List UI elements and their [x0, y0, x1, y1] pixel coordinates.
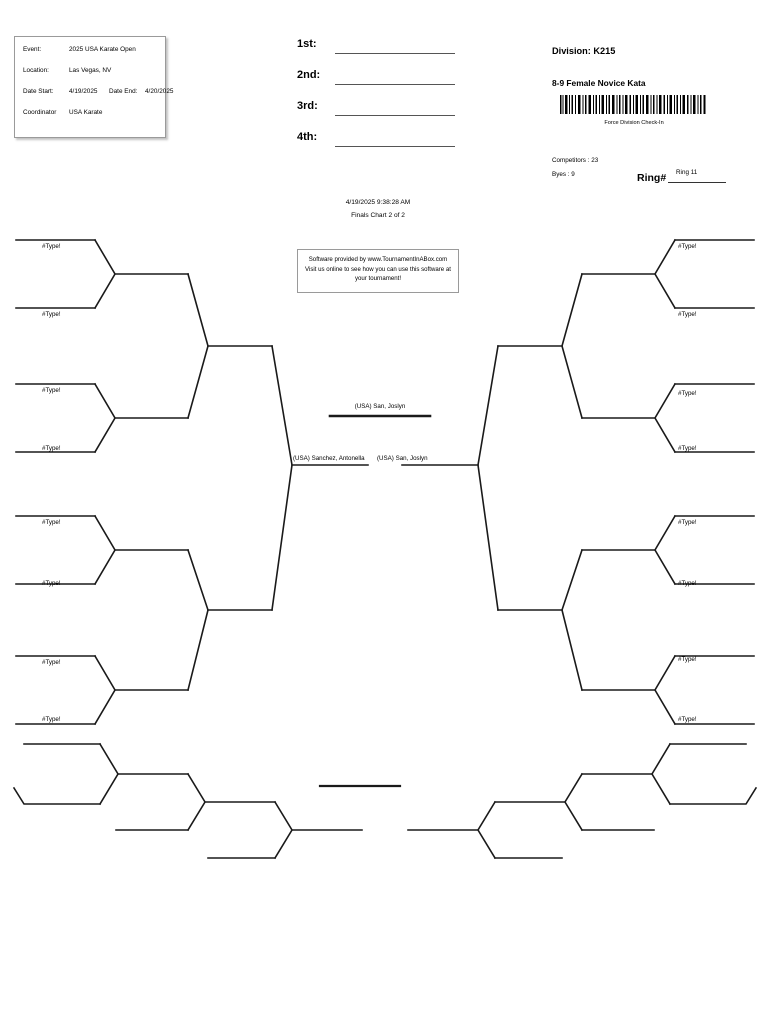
bracket-label-left-1: #Type! — [42, 243, 61, 250]
print-timestamp: 4/19/2025 9:38:28 AM — [345, 199, 411, 206]
placement-row-3: 3rd: — [297, 100, 457, 131]
bracket-label-right-2: #Type! — [678, 311, 697, 318]
bracket-join-right-semi — [477, 345, 499, 611]
date-start-label: Date Start: — [23, 88, 54, 95]
placement-row-4: 4th: — [297, 131, 457, 162]
bracket-join-left-4 — [93, 654, 116, 726]
bracket-join-left-6 — [186, 548, 209, 691]
bracket-label-left-2: #Type! — [42, 311, 61, 318]
bracket-label-left-4: #Type! — [42, 445, 61, 452]
ring-value: Ring 11 — [676, 169, 698, 176]
date-start-value: 4/19/2025 — [69, 88, 98, 95]
ring-input-line[interactable] — [668, 182, 726, 183]
bracket-label-left-7: #Type! — [42, 659, 61, 666]
barcode-caption: Force Division Check-In — [604, 120, 664, 126]
placements-section: 1st: 2nd: 3rd: 4th: — [297, 38, 457, 162]
software-line-3: your tournament! — [354, 275, 402, 283]
bracket-semifinal-right-label: (USA) San, Joslyn — [377, 455, 428, 462]
chart-label: Finals Chart 2 of 2 — [351, 212, 405, 219]
coordinator-row: Coordinator USA Karate — [23, 109, 165, 130]
consolation-join-left-3 — [273, 800, 293, 860]
print-stamp: 4/19/2025 9:38:28 AM Finals Chart 2 of 2 — [297, 196, 459, 222]
placement-input-1st[interactable] — [335, 53, 455, 54]
date-end-label: Date End: — [109, 88, 138, 95]
bracket-label-right-1: #Type! — [678, 243, 697, 250]
bracket-join-right-2 — [654, 382, 677, 454]
event-label: Event: — [23, 46, 42, 53]
bracket-label-left-8: #Type! — [42, 716, 61, 723]
division-title: Division: K215 — [552, 46, 616, 56]
ring-label: Ring# — [637, 172, 667, 184]
event-info-box: Event: 2025 USA Karate Open Location: La… — [14, 36, 173, 138]
bracket-label-right-5: #Type! — [678, 519, 697, 526]
consolation-join-right-3 — [477, 800, 497, 860]
placement-row-1: 1st: — [297, 38, 457, 69]
dates-row: Date Start: 4/19/2025 Date End: 4/20/202… — [23, 88, 173, 109]
consolation-slot-left-2[interactable] — [12, 786, 101, 805]
date-end-value: 4/20/2025 — [145, 88, 174, 95]
placement-input-3rd[interactable] — [335, 115, 455, 116]
competitors-count: Competitors : 23 — [552, 157, 599, 164]
bracket-label-right-4: #Type! — [678, 445, 697, 452]
bracket-label-left-3: #Type! — [42, 387, 61, 394]
bracket-label-left-5: #Type! — [42, 519, 61, 526]
barcode-icon — [560, 95, 706, 114]
software-credit-box: Software provided by www.TournamentInABo… — [297, 249, 459, 293]
placement-input-2nd[interactable] — [335, 84, 455, 85]
event-row: Event: 2025 USA Karate Open — [23, 46, 165, 67]
bracket-label-left-6: #Type! — [42, 580, 61, 587]
barcode-block: Force Division Check-In — [560, 95, 708, 126]
bracket-semifinal-left-label: (USA) Sanchez, Antonella — [293, 455, 365, 462]
consolation-join-right-1 — [651, 742, 672, 806]
placement-label-1st: 1st: — [297, 38, 317, 50]
placement-input-4th[interactable] — [335, 146, 455, 147]
location-row: Location: Las Vegas, NV — [23, 67, 165, 88]
event-value: 2025 USA Karate Open — [69, 46, 136, 53]
bracket-join-left-semi — [271, 345, 293, 611]
consolation-join-right-2 — [564, 772, 584, 832]
location-label: Location: — [23, 67, 49, 74]
bracket-champion-label: (USA) San, Joslyn — [354, 403, 406, 410]
bracket-label-right-8: #Type! — [678, 716, 697, 723]
consolation-join-left-2 — [186, 772, 206, 832]
bracket-join-left-3 — [93, 514, 116, 586]
bracket-join-left-1 — [93, 238, 116, 310]
placement-label-3rd: 3rd: — [297, 100, 318, 112]
bracket-join-right-3 — [654, 514, 677, 586]
placement-row-2: 2nd: — [297, 69, 457, 100]
bracket-join-right-5 — [561, 273, 583, 419]
bracket-join-left-5 — [187, 273, 209, 419]
consolation-join-left-1 — [98, 742, 119, 806]
bracket-label-right-6: #Type! — [678, 580, 697, 587]
software-line-2: Visit us online to see how you can use t… — [305, 265, 451, 273]
bracket-join-right-1 — [654, 238, 677, 310]
coordinator-label: Coordinator — [23, 109, 57, 116]
software-line-1: Software provided by www.TournamentInABo… — [308, 256, 448, 263]
placement-label-2nd: 2nd: — [297, 69, 321, 81]
bracket-join-right-6 — [561, 548, 584, 691]
consolation-slot-right-2[interactable] — [669, 786, 758, 805]
division-subtitle: 8-9 Female Novice Kata — [552, 78, 646, 88]
coordinator-value: USA Karate — [69, 109, 103, 116]
byes-count: Byes : 9 — [552, 171, 575, 178]
placement-label-4th: 4th: — [297, 131, 318, 143]
bracket-label-right-3: #Type! — [678, 390, 697, 397]
bracket-join-right-4 — [654, 654, 677, 726]
bracket-join-left-2 — [93, 382, 116, 454]
location-value: Las Vegas, NV — [69, 67, 112, 74]
bracket-label-right-7: #Type! — [678, 656, 697, 663]
